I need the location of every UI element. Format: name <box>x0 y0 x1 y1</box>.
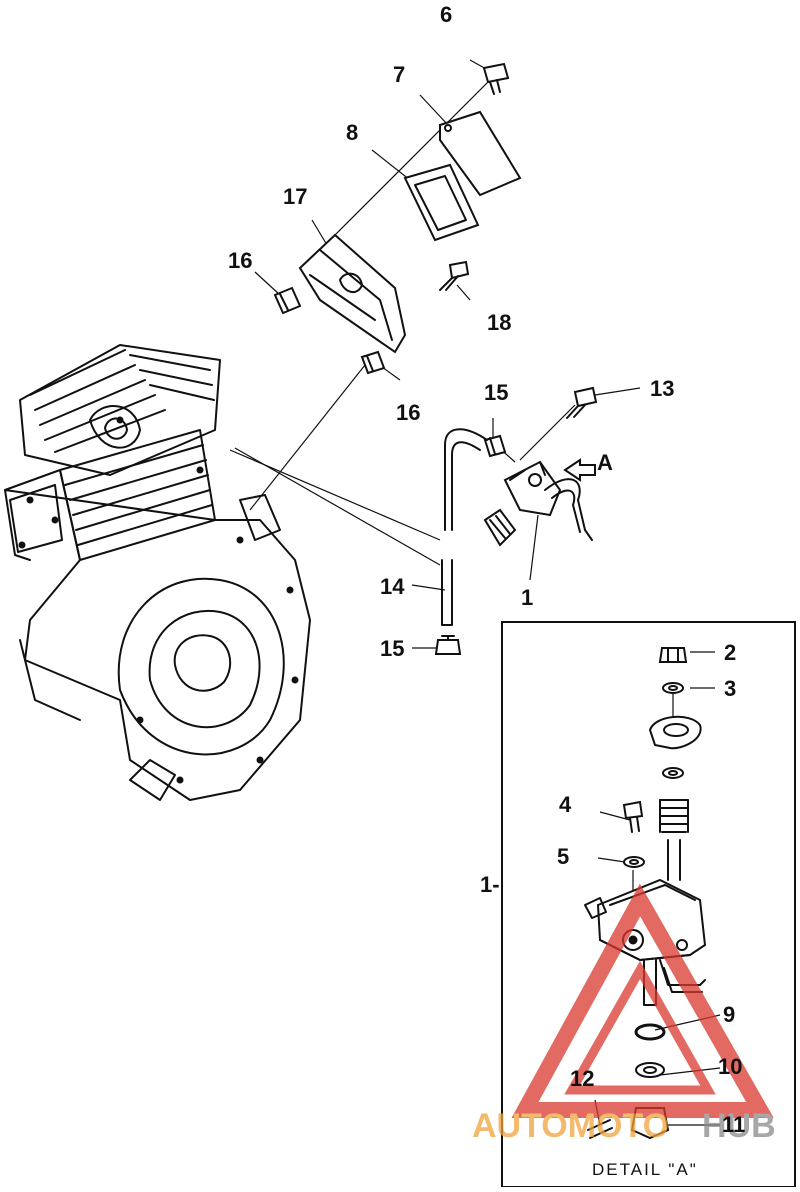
callout-a: A <box>597 450 613 475</box>
callout-13: 13 <box>650 376 674 401</box>
watermark-triangle <box>511 883 774 1118</box>
gasket-part-8 <box>403 163 480 242</box>
clamp-part-15-lower <box>434 635 462 655</box>
callout-12: 12 <box>570 1066 594 1091</box>
automotohub-watermark-logo: AUTOMOTO HUB <box>472 883 776 1145</box>
detail-a-caption: DETAIL "A" <box>592 1160 698 1179</box>
callout-14: 14 <box>380 574 405 599</box>
callout-18: 18 <box>487 310 511 335</box>
callout-15-lower: 15 <box>380 636 404 661</box>
callout-6: 6 <box>440 2 452 27</box>
callout-17: 17 <box>283 184 307 209</box>
callout-10: 10 <box>718 1054 742 1079</box>
callout-15-upper: 15 <box>484 380 508 405</box>
nut-part-16-upper <box>273 286 302 315</box>
nut-part-16-lower <box>360 350 386 375</box>
hose-part-14 <box>441 428 488 626</box>
callout-3: 3 <box>724 676 736 701</box>
callout-1-detail: 1- <box>480 872 500 897</box>
callout-11: 11 <box>722 1112 745 1137</box>
callout-7: 7 <box>393 62 405 87</box>
engine-block-drawing <box>4 344 311 801</box>
callout-16-upper: 16 <box>228 248 252 273</box>
clamp-part-15-upper <box>483 434 507 458</box>
callout-9: 9 <box>723 1002 735 1027</box>
cover-housing-part-17 <box>298 233 407 354</box>
callout-2: 2 <box>724 640 736 665</box>
bolt-part-18 <box>439 260 470 291</box>
callout-16-lower: 16 <box>396 400 420 425</box>
view-arrow-a <box>563 458 596 482</box>
callout-labels: 6 7 8 17 16 18 16 15 13 A 1 14 15 2 3 4 … <box>228 2 745 1137</box>
watermark-text-hub: HUB <box>702 1107 776 1145</box>
callout-8: 8 <box>346 120 358 145</box>
bolt-part-13 <box>566 386 598 419</box>
fuel-cock-part-1 <box>483 460 593 547</box>
bolt-part-6 <box>482 62 510 95</box>
callout-4: 4 <box>559 792 572 817</box>
callout-5: 5 <box>557 844 569 869</box>
callout-1-main: 1 <box>521 585 533 610</box>
watermark-text-automoto: AUTOMOTO <box>472 1107 669 1145</box>
cover-plate-part-7 <box>439 110 522 197</box>
